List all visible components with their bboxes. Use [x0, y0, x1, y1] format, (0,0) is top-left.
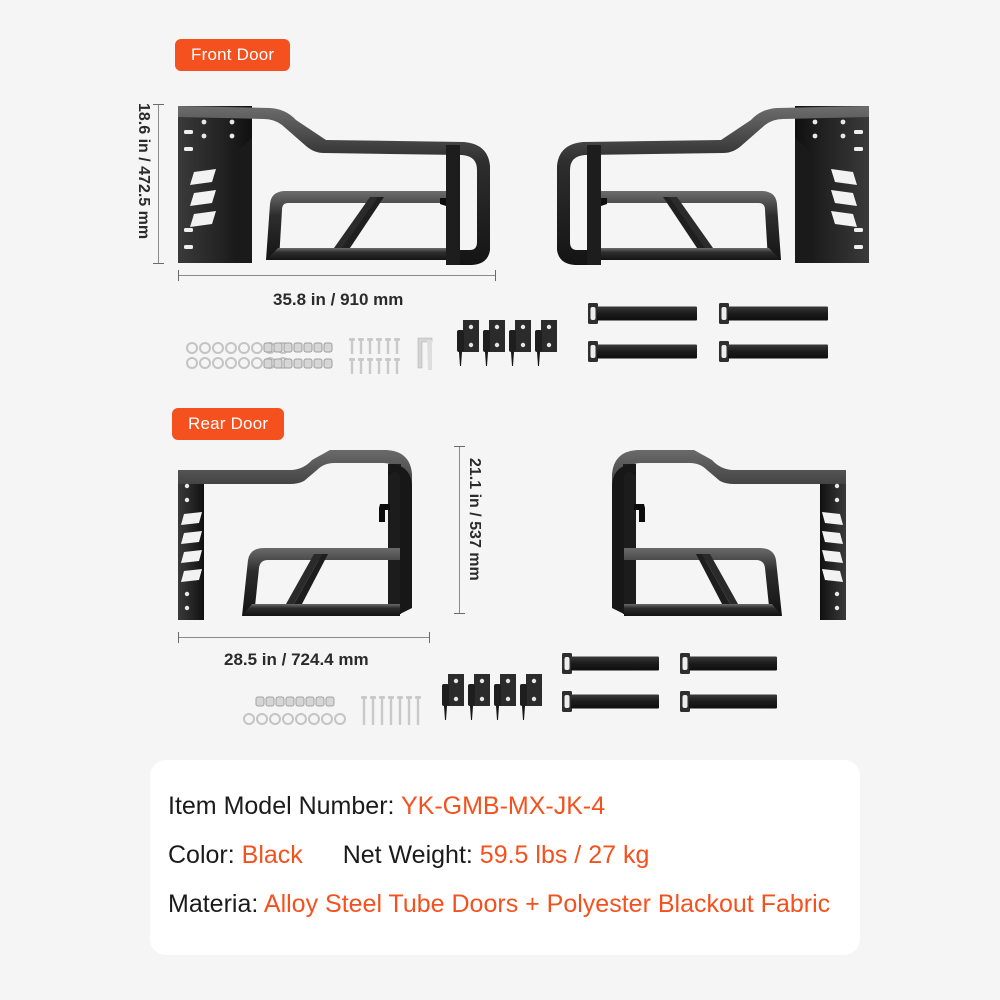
rear-door-height-dimension-label: 21.1 in / 537 mm	[466, 458, 483, 581]
rear-door-width-dimension-line	[178, 632, 430, 643]
rear-hardware-limiting-straps	[562, 650, 792, 730]
spec-row-material: Materia: Alloy Steel Tube Doors + Polyes…	[168, 892, 860, 917]
spec-row-model: Item Model Number: YK-GMB-MX-JK-4	[168, 794, 860, 819]
front-hardware-bolts	[348, 336, 410, 378]
rear-door-left-part	[174, 448, 424, 628]
rear-door-width-dimension-label: 28.5 in / 724.4 mm	[224, 650, 369, 669]
spec-material-label: Materia:	[168, 890, 259, 918]
front-hardware-allen-key	[414, 330, 436, 372]
spec-model-value: YK-GMB-MX-JK-4	[400, 792, 606, 820]
rear-hardware-bolts	[360, 692, 426, 734]
specification-card: Item Model Number: YK-GMB-MX-JK-4 Color:…	[150, 760, 860, 955]
front-door-left-part	[174, 100, 499, 270]
spec-weight-label: Net Weight:	[342, 841, 473, 869]
spec-color-value: Black	[241, 841, 303, 869]
front-door-height-dimension-line	[153, 104, 164, 264]
spec-weight-value: 59.5 lbs / 27 kg	[479, 841, 650, 869]
rear-hardware-nuts-washers	[242, 695, 352, 731]
section-badge-rear-door: Rear Door	[172, 408, 285, 440]
front-door-width-dimension-label: 35.8 in / 910 mm	[273, 290, 404, 309]
front-hardware-hinges	[455, 318, 560, 380]
front-door-height-dimension-label: 18.6 in / 472.5 mm	[135, 103, 152, 240]
section-badge-front-door: Front Door	[175, 39, 291, 71]
front-hardware-washers	[185, 340, 290, 374]
spec-row-color-weight: Color: Black Net Weight: 59.5 lbs / 27 k…	[168, 843, 860, 868]
rear-hardware-hinges	[440, 672, 545, 734]
front-hardware-limiting-straps	[588, 300, 843, 380]
spec-color-label: Color:	[168, 841, 235, 869]
front-door-width-dimension-line	[178, 270, 496, 281]
front-hardware-nuts	[262, 339, 338, 375]
rear-door-right-part	[600, 448, 850, 628]
spec-model-label: Item Model Number:	[168, 792, 395, 820]
spec-material-value: Alloy Steel Tube Doors + Polyester Black…	[263, 890, 831, 918]
rear-door-height-dimension-line	[454, 446, 465, 614]
front-door-right-part	[548, 100, 873, 270]
